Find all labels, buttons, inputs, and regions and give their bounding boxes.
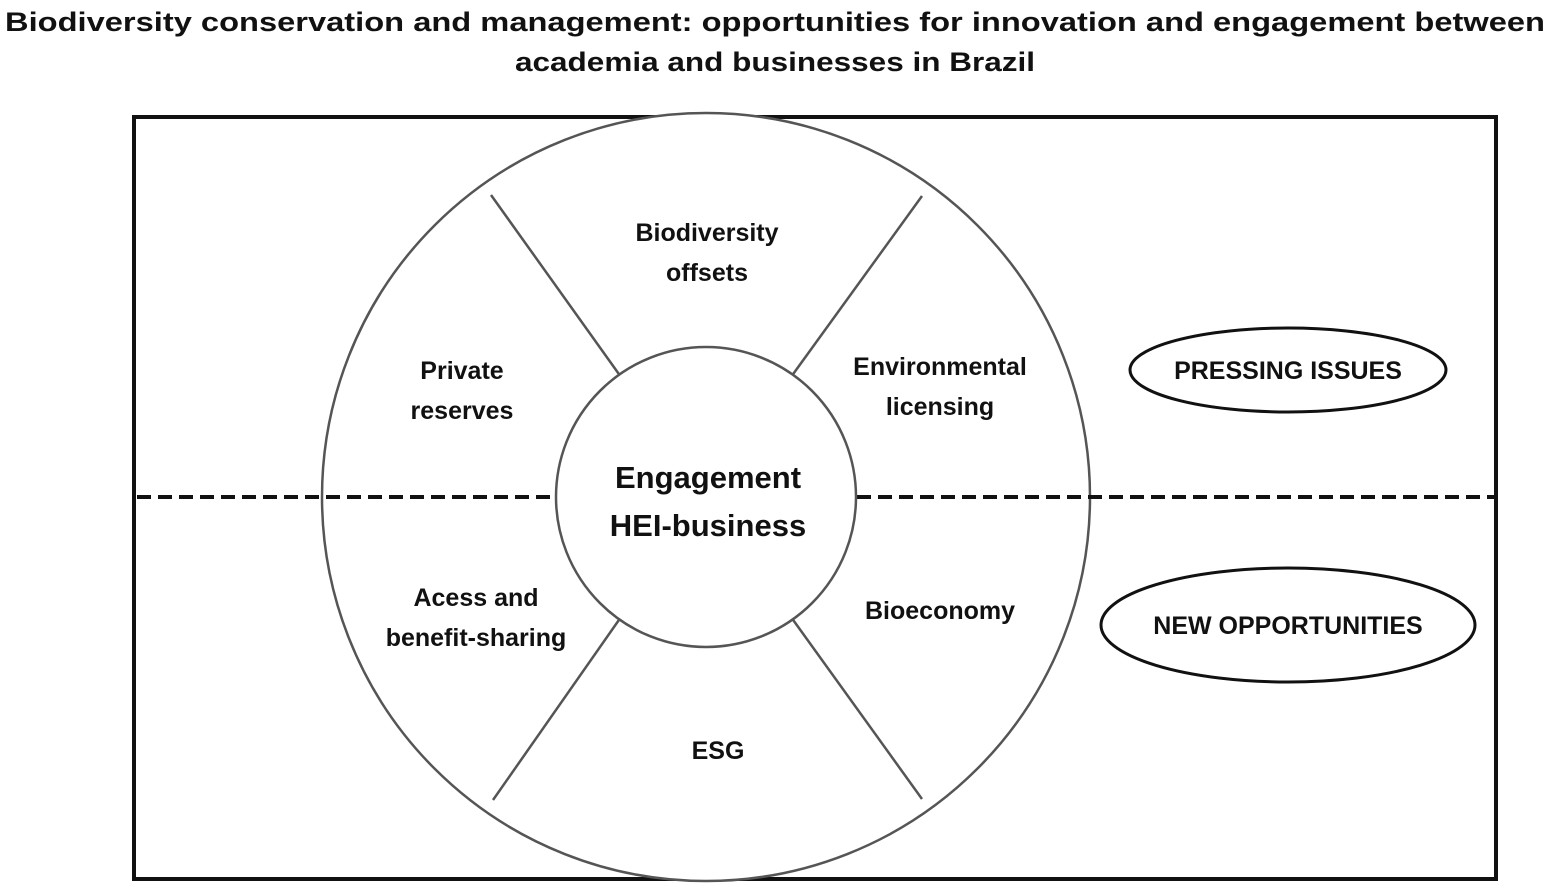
title-line-1: Biodiversity conservation and management… — [5, 7, 1545, 37]
frame-box — [132, 115, 1498, 881]
segment-access-benefit-sharing-2: benefit-sharing — [386, 624, 567, 652]
segment-private-reserves-1: Private — [420, 357, 503, 385]
segment-esg: ESG — [692, 737, 745, 765]
segment-private-reserves-2: reserves — [411, 397, 514, 425]
pressing-issues-ellipse — [1128, 326, 1448, 414]
inner-circle — [554, 345, 858, 649]
segment-environmental-licensing-2: licensing — [886, 393, 994, 421]
segment-biodiversity-offsets-1: Biodiversity — [635, 219, 778, 247]
new-opportunities-label: NEW OPPORTUNITIES — [1153, 612, 1422, 640]
new-opportunities-ellipse — [1099, 566, 1477, 684]
segment-bioeconomy: Bioeconomy — [865, 597, 1015, 625]
center-line-2: HEI-business — [610, 508, 806, 543]
center-line-1: Engagement — [615, 460, 801, 495]
segment-access-benefit-sharing-1: Acess and — [413, 584, 538, 612]
title-line-2: academia and businesses in Brazil — [515, 47, 1035, 77]
pressing-issues-label: PRESSING ISSUES — [1174, 357, 1402, 385]
spokes — [489, 194, 924, 801]
segment-environmental-licensing-1: Environmental — [853, 353, 1027, 381]
segment-biodiversity-offsets-2: offsets — [666, 259, 748, 287]
